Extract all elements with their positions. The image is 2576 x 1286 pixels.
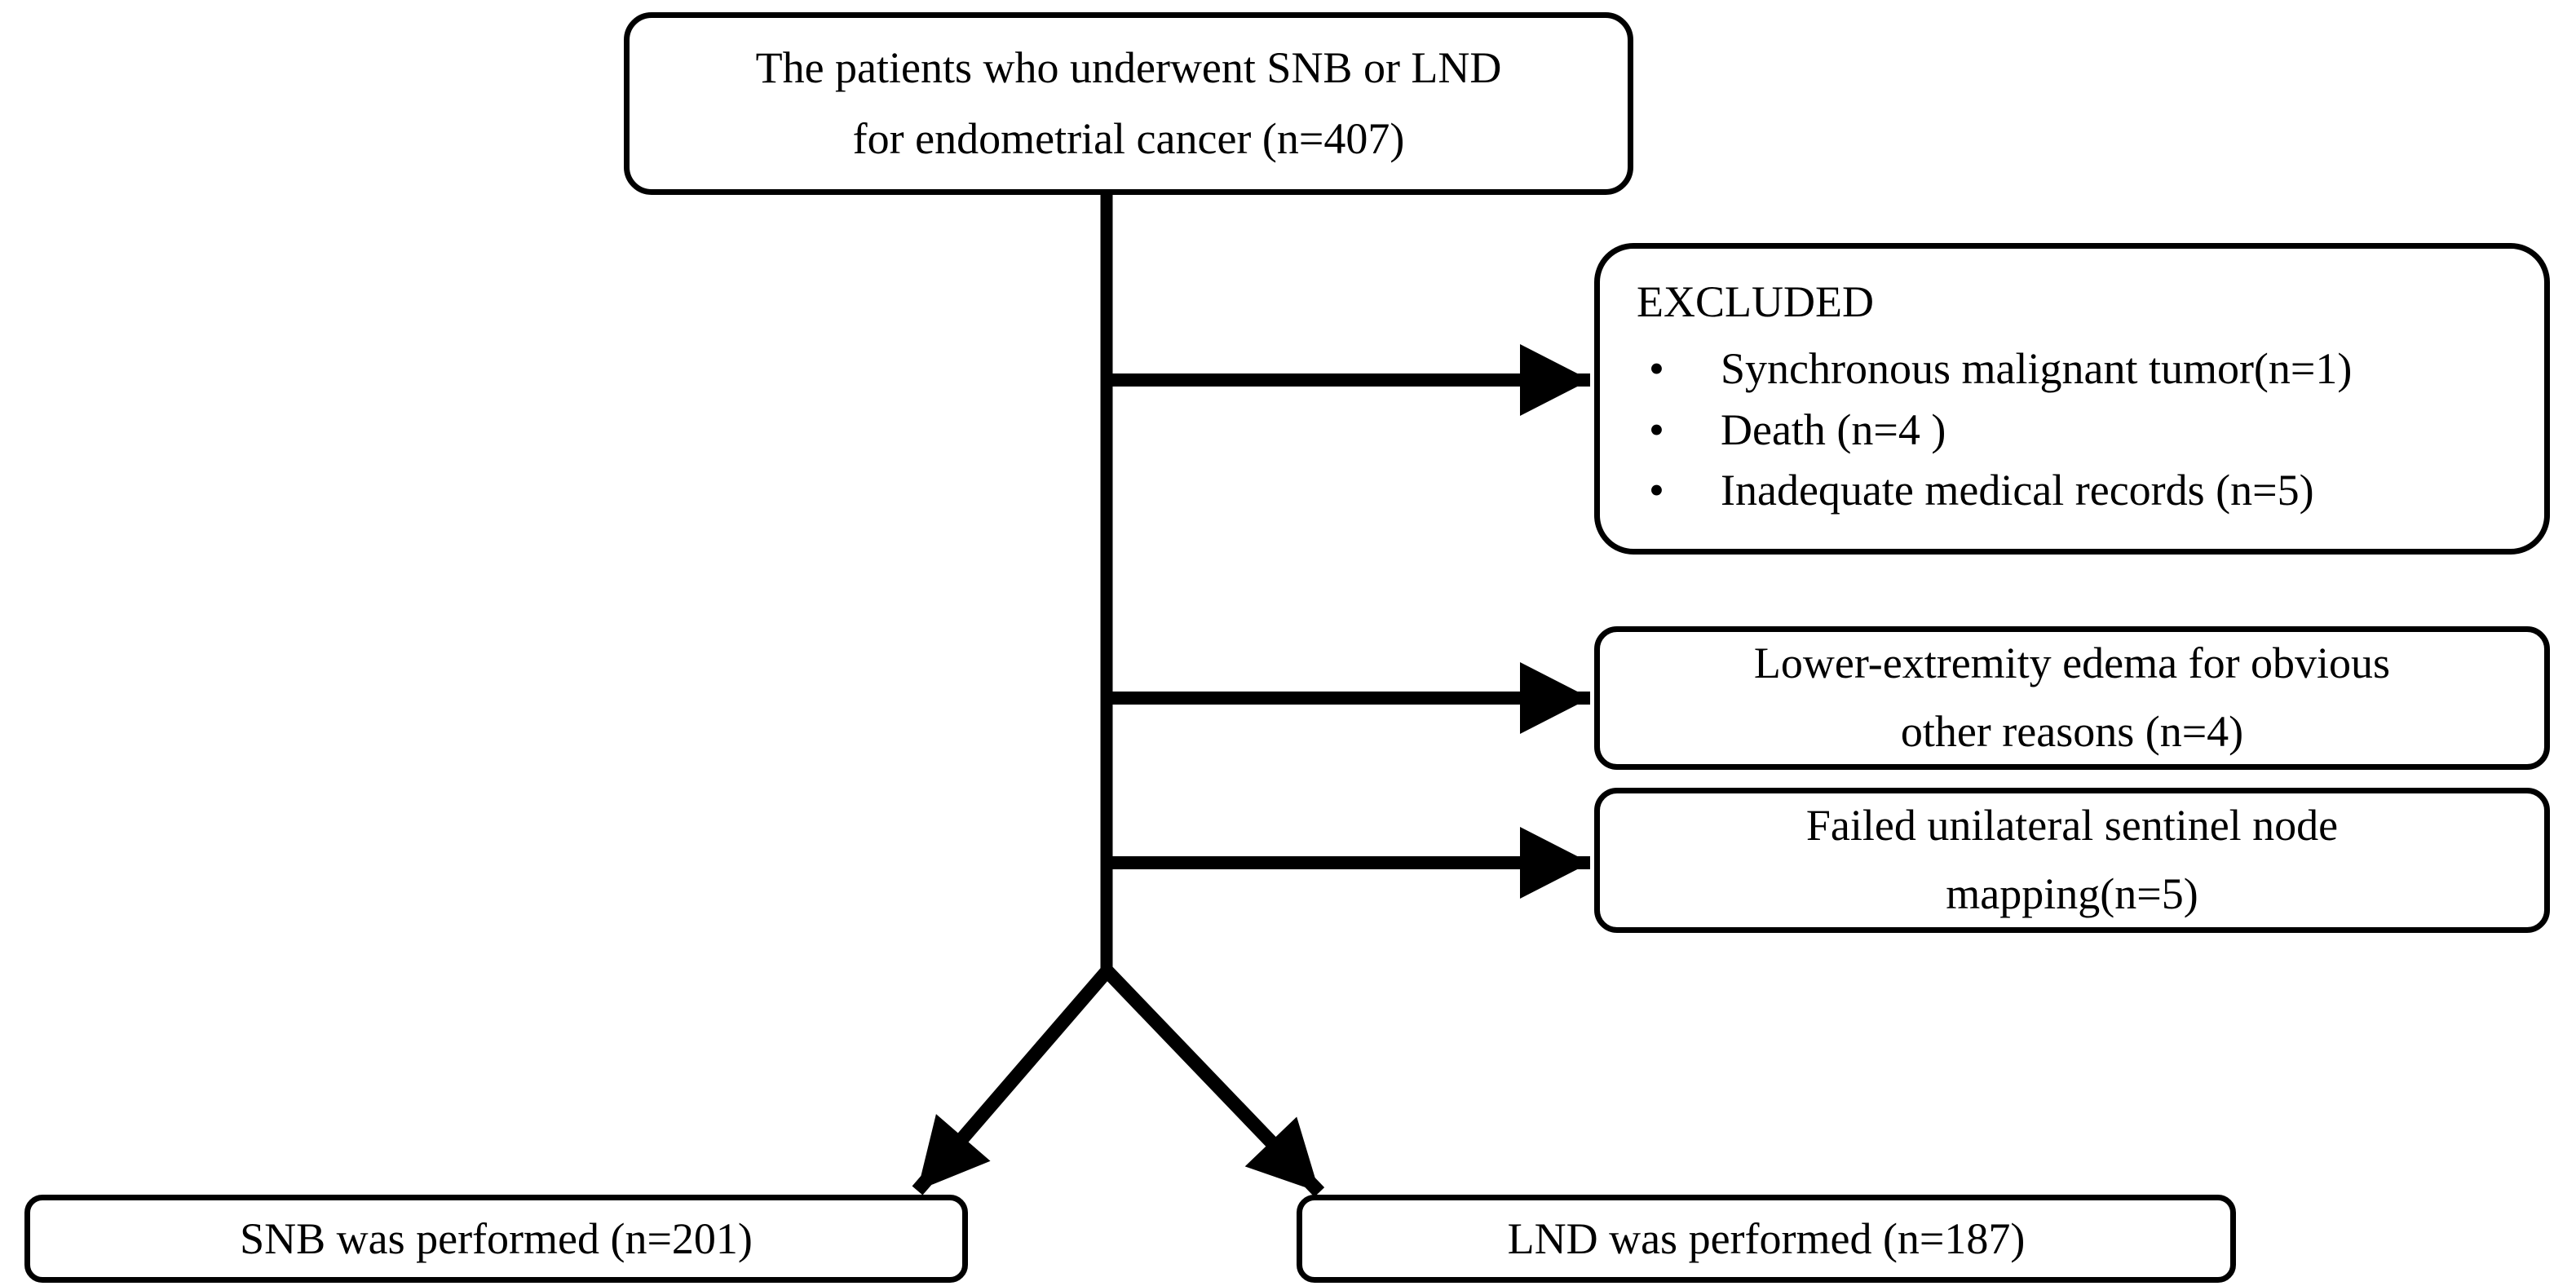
excluded-item-text: Death (n=4 ): [1721, 404, 1946, 454]
excluded-list: • Synchronous malignant tumor(n=1) • Dea…: [1637, 338, 2528, 521]
excluded-heading: EXCLUDED: [1637, 277, 1874, 326]
node-enrolled-line1: The patients who underwent SNB or LND: [755, 42, 1502, 92]
excluded-item: • Synchronous malignant tumor(n=1): [1649, 338, 2528, 400]
bullet-glyph: •: [1649, 466, 1664, 515]
node-excluded: EXCLUDED • Synchronous malignant tumor(n…: [1594, 243, 2550, 555]
fork-arrow-to-snb: [912, 964, 1115, 1195]
excluded-item: • Inadequate medical records (n=5): [1649, 460, 2528, 521]
node-failed-mapping-exclusion: Failed unilateral sentinel node mapping(…: [1594, 788, 2550, 933]
node-edema-line2: other reasons (n=4): [1900, 707, 2244, 756]
node-edema-exclusion: Lower-extremity edema for obvious other …: [1594, 626, 2550, 770]
node-snb-label: SNB was performed (n=201): [240, 1213, 753, 1263]
fork-arrow-to-lnd: [1099, 964, 1325, 1197]
node-lnd-performed: LND was performed (n=187): [1297, 1195, 2236, 1283]
node-failed-line2: mapping(n=5): [1946, 869, 2198, 918]
bullet-glyph: •: [1649, 404, 1664, 454]
node-snb-performed: SNB was performed (n=201): [24, 1195, 968, 1283]
excluded-item-text: Inadequate medical records (n=5): [1721, 466, 2314, 515]
excluded-item-text: Synchronous malignant tumor(n=1): [1721, 344, 2353, 394]
node-edema-line1: Lower-extremity edema for obvious: [1753, 639, 2391, 688]
node-enrolled-patients: The patients who underwent SNB or LND fo…: [624, 12, 1633, 195]
node-enrolled-line2: for endometrial cancer (n=407): [852, 114, 1405, 163]
node-failed-line1: Failed unilateral sentinel node: [1805, 801, 2339, 851]
bullet-glyph: •: [1649, 344, 1664, 394]
excluded-item: • Death (n=4 ): [1649, 400, 2528, 461]
node-lnd-label: LND was performed (n=187): [1507, 1213, 2026, 1263]
